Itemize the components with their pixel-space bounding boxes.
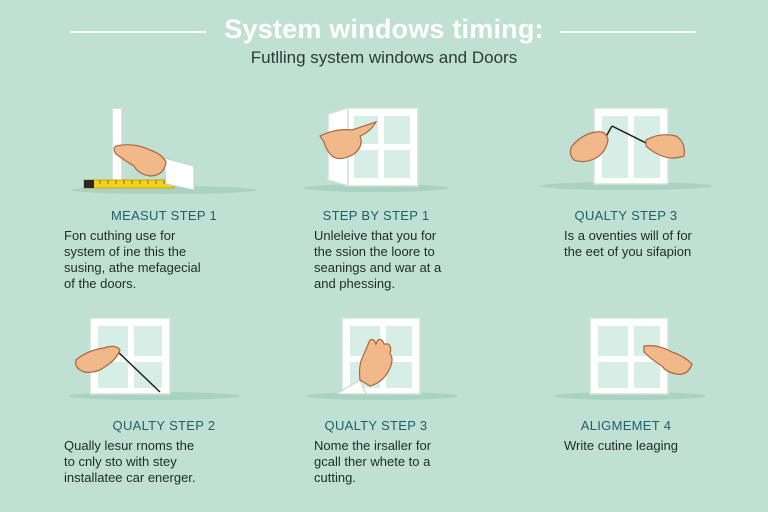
page-subtitle: Futlling system windows and Doors [250,48,518,67]
header: System windows timing: Futlling system w… [0,0,768,80]
step-title-2: STEP BY STEP 1 [322,208,430,223]
step-title-6: ALIGMEMET 4 [580,418,672,433]
step-line: gcall ther whete to a [314,454,431,469]
step-line: system of ine this the [64,244,187,259]
step-title-4: QUALTY STEP 2 [112,418,216,433]
diagonal-measure-illustration [54,310,274,420]
step-line: and phessing. [314,276,395,291]
step-line: of the doors. [64,276,137,291]
step-line: susing, athe mefagecial [64,260,201,275]
step-line: Write cutine leaging [564,438,678,453]
step-title-1: MEASUT STEP 1 [110,208,217,223]
step-line: Nome the irsaller for [314,438,432,453]
step-line: to cnly sto with stey [64,454,177,469]
title-rule-left [70,31,206,33]
page-title: System windows timing: [224,14,544,44]
step-line: Unleleive that you for [314,228,437,243]
window-string-illustration [516,100,736,210]
title-rule-right [560,31,696,33]
aligned-window-illustration [516,310,736,420]
step-line: Qually lesur rnoms the [64,438,195,453]
step-description-3: Is a oventies will of for the eet of you… [564,228,692,260]
step-title-5: QUALTY STEP 3 [324,418,428,433]
step-line: installatee car energer. [64,470,196,485]
step-line: Is a oventies will of for [564,228,692,243]
step-line: cutting. [314,470,356,485]
step-description-6: Write cutine leaging [564,438,678,454]
step-line: the ssion the loore to [314,244,435,259]
step-description-2: Unleleive that you for the ssion the loo… [314,228,441,292]
step-line: seanings and war at a [314,260,442,275]
step-title-3: QUALTY STEP 3 [574,208,678,223]
step-description-1: Fon cuthing use for system of ine this t… [64,228,201,292]
measuring-tape-illustration [54,100,274,210]
step-description-5: Nome the irsaller for gcall ther whete t… [314,438,431,486]
step-line: the eet of you sifapion [564,244,692,259]
step-description-4: Qually lesur rnoms the to cnly sto with … [64,438,196,486]
step-line: Fon cuthing use for [64,228,176,243]
open-window-illustration [266,100,486,210]
pressing-window-illustration [266,310,486,420]
